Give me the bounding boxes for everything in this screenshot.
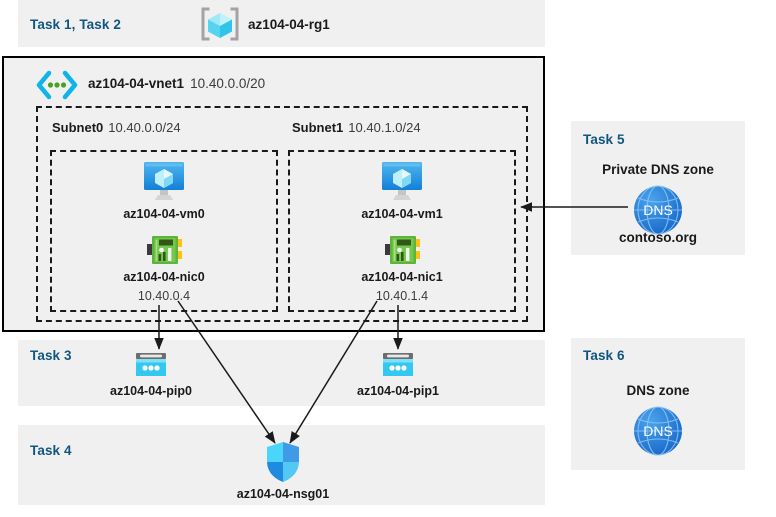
task-label-3: Task 3 (30, 348, 72, 363)
network-interface-icon (385, 234, 421, 266)
task-label-5: Task 5 (583, 132, 625, 147)
subnet1-header: Subnet1 10.40.1.0/24 (292, 120, 421, 135)
subnet1-box (288, 150, 516, 312)
private-dns-title: Private DNS zone (602, 162, 714, 177)
subnet0-header: Subnet0 10.40.0.0/24 (52, 120, 181, 135)
virtual-network-icon (36, 70, 78, 100)
resource-group-icon (198, 6, 242, 42)
virtual-machine-icon (139, 160, 189, 202)
subnets-container (36, 106, 528, 322)
private-dns-name: contoso.org (619, 230, 697, 245)
vm0-name: az104-04-vm0 (123, 207, 205, 221)
virtual-machine-icon (377, 160, 427, 202)
vnet-cidr: 10.40.0.0/20 (190, 76, 266, 91)
pip1-name: az104-04-pip1 (357, 384, 439, 398)
public-ip-icon (381, 352, 415, 380)
nic1-ip: 10.40.1.4 (375, 289, 429, 303)
task-label-6: Task 6 (583, 348, 625, 363)
network-interface-icon (147, 234, 183, 266)
dns-icon-text: DNS (643, 423, 673, 439)
resource-group-name: az104-04-rg1 (248, 17, 330, 32)
nsg-name: az104-04-nsg01 (236, 487, 330, 501)
pip0-name: az104-04-pip0 (110, 384, 192, 398)
dns-zone-title: DNS zone (626, 383, 690, 398)
nic1-name: az104-04-nic1 (361, 270, 443, 284)
vnet-name: az104-04-vnet1 (88, 76, 185, 91)
subnet1-title: Subnet1 (292, 120, 344, 135)
subnet0-title: Subnet0 (52, 120, 104, 135)
vnet-header: az104-04-vnet1 10.40.0.0/20 (88, 76, 265, 91)
public-ip-icon (134, 352, 168, 380)
resource-group-banner (18, 0, 545, 47)
public-ip-panel (18, 340, 545, 406)
network-security-group-icon (265, 441, 301, 483)
vm1-name: az104-04-vm1 (361, 207, 443, 221)
subnet0-box (50, 150, 278, 312)
vnet-panel (2, 56, 545, 332)
nic0-ip: 10.40.0.4 (137, 289, 191, 303)
nic0-name: az104-04-nic0 (123, 270, 205, 284)
task-label-4: Task 4 (30, 443, 72, 458)
dns-icon-text: DNS (643, 202, 673, 218)
dns-zone-icon: DNS (632, 405, 684, 457)
task-label-1-2: Task 1, Task 2 (30, 17, 121, 32)
subnet1-cidr: 10.40.1.0/24 (348, 120, 421, 135)
subnet0-cidr: 10.40.0.0/24 (108, 120, 181, 135)
dns-zone-icon: DNS (632, 184, 684, 236)
